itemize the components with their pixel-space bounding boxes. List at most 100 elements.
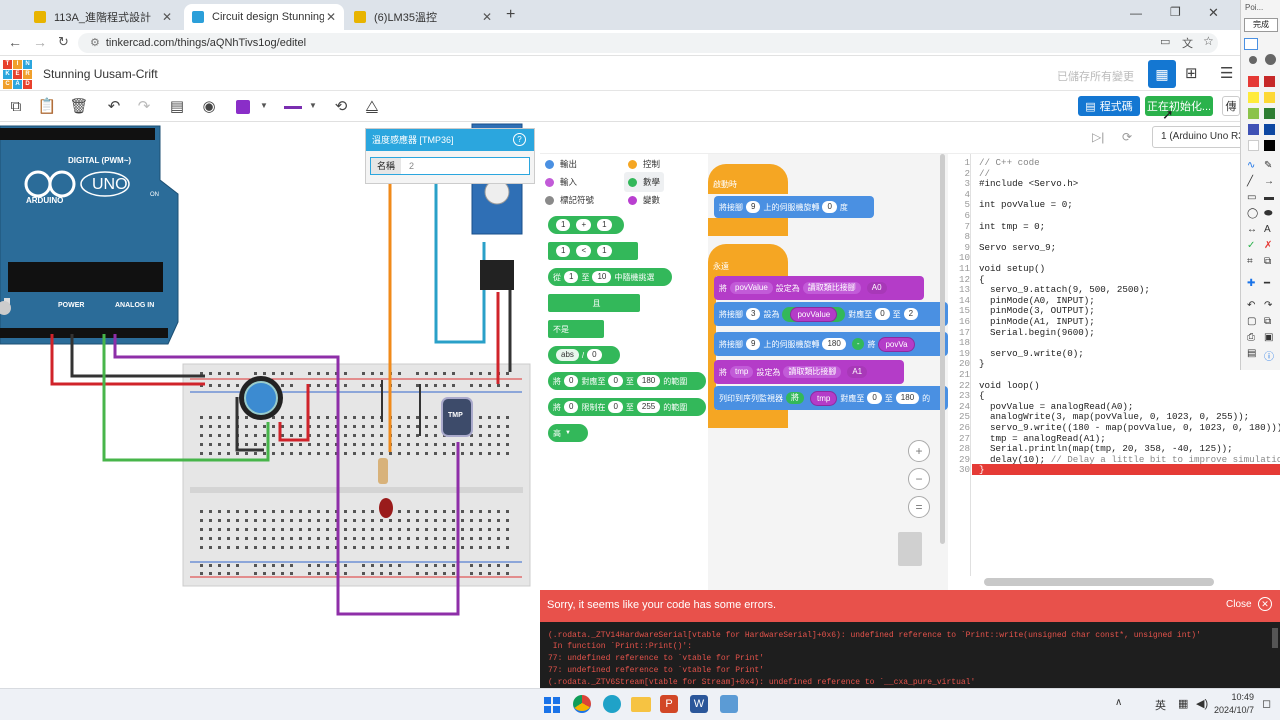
breadboard-hole[interactable]	[317, 452, 320, 455]
breadboard-hole[interactable]	[425, 434, 428, 437]
breadboard-hole[interactable]	[416, 528, 419, 531]
zoom-out-tool-icon[interactable]: ━	[1264, 278, 1271, 289]
breadboard-hole[interactable]	[317, 546, 320, 549]
rail-hole[interactable]	[506, 372, 509, 375]
code-line[interactable]: void setup()	[979, 263, 1046, 274]
analog-read-block[interactable]: 讀取類比接腳	[783, 366, 842, 378]
purple-wire[interactable]	[113, 334, 460, 616]
breadboard-hole[interactable]	[254, 546, 257, 549]
breadboard-hole[interactable]	[263, 425, 266, 428]
rail-hole[interactable]	[254, 372, 257, 375]
potentiometer-knob[interactable]	[244, 381, 278, 415]
rail-hole[interactable]	[470, 572, 473, 575]
info-icon[interactable]: ⓘ	[1264, 352, 1274, 363]
map-block-nested[interactable]: povValue	[782, 306, 846, 322]
high-block[interactable]: 高▼	[548, 424, 588, 442]
breadboard-hole[interactable]	[452, 546, 455, 549]
breadboard-hole[interactable]	[308, 452, 311, 455]
rail-hole[interactable]	[344, 572, 347, 575]
breadboard-hole[interactable]	[461, 537, 464, 540]
breadboard-hole[interactable]	[308, 528, 311, 531]
code-line[interactable]: servo_9.write((180 - map(povValue, 0, 10…	[979, 422, 1280, 433]
breadboard-hole[interactable]	[200, 528, 203, 531]
rail-hole[interactable]	[362, 384, 365, 387]
and-block[interactable]: 且	[548, 294, 640, 312]
breadboard-hole[interactable]	[353, 528, 356, 531]
breadboard-hole[interactable]	[434, 416, 437, 419]
breadboard-hole[interactable]	[317, 434, 320, 437]
breadboard-hole[interactable]	[416, 537, 419, 540]
breadboard-hole[interactable]	[425, 443, 428, 446]
code-line[interactable]: povValue = analogRead(A0);	[979, 400, 1134, 412]
ellipse-tool-icon[interactable]: ◯	[1247, 208, 1259, 219]
block-operator[interactable]: -	[851, 338, 865, 350]
breadboard-hole[interactable]	[353, 519, 356, 522]
rail-hole[interactable]	[443, 372, 446, 375]
breadboard-hole[interactable]	[236, 510, 239, 513]
redo-icon[interactable]: ↷	[137, 98, 151, 115]
breadboard-hole[interactable]	[218, 443, 221, 446]
breadboard-hole[interactable]	[272, 528, 275, 531]
rail-hole[interactable]	[218, 572, 221, 575]
breadboard-hole[interactable]	[290, 416, 293, 419]
breadboard-hole[interactable]	[488, 434, 491, 437]
category-output[interactable]: 輸出	[545, 158, 577, 170]
breadboard-hole[interactable]	[362, 443, 365, 446]
breadboard-hole[interactable]	[434, 510, 437, 513]
rail-hole[interactable]	[290, 564, 293, 567]
breadboard-hole[interactable]	[200, 434, 203, 437]
double-arrow-icon[interactable]: ↔	[1247, 224, 1257, 235]
breadboard-hole[interactable]	[398, 452, 401, 455]
step-icon[interactable]: ▷|	[1092, 130, 1105, 144]
rail-hole[interactable]	[308, 372, 311, 375]
code-horizontal-scrollbar[interactable]	[984, 578, 1214, 586]
translate-icon[interactable]: 文	[1182, 38, 1193, 50]
breadboard-hole[interactable]	[272, 443, 275, 446]
block-dropdown[interactable]: 9	[746, 338, 761, 350]
breadboard-hole[interactable]	[461, 443, 464, 446]
breadboard-hole[interactable]	[434, 546, 437, 549]
undo-icon[interactable]: ↶	[107, 98, 121, 115]
code-line[interactable]: int povValue = 0;	[979, 199, 1073, 211]
breadboard-hole[interactable]	[254, 434, 257, 437]
breadboard-hole[interactable]	[344, 452, 347, 455]
board-icon[interactable]: ▤	[1247, 348, 1257, 359]
breadboard-hole[interactable]	[461, 452, 464, 455]
breadboard-hole[interactable]	[344, 416, 347, 419]
breadboard-hole[interactable]	[497, 537, 500, 540]
breadboard-hole[interactable]	[407, 537, 410, 540]
breadboard-hole[interactable]	[281, 452, 284, 455]
breadboard-hole[interactable]	[434, 452, 437, 455]
breadboard-hole[interactable]	[398, 434, 401, 437]
breadboard-hole[interactable]	[497, 519, 500, 522]
breadboard-hole[interactable]	[488, 537, 491, 540]
variable-pill[interactable]: povVa	[878, 336, 915, 352]
rail-hole[interactable]	[200, 564, 203, 567]
breadboard-hole[interactable]	[200, 537, 203, 540]
rail-hole[interactable]	[308, 564, 311, 567]
minimize-window-icon[interactable]: —	[1130, 6, 1142, 20]
breadboard-hole[interactable]	[218, 434, 221, 437]
breadboard-hole[interactable]	[470, 519, 473, 522]
breadboard-hole[interactable]	[308, 537, 311, 540]
breadboard-hole[interactable]	[245, 528, 248, 531]
breadboard-hole[interactable]	[488, 510, 491, 513]
rail-hole[interactable]	[236, 384, 239, 387]
url-input[interactable]: ⚙tinkercad.com/things/aQNhTivs1og/editel	[78, 33, 1218, 53]
breadboard-hole[interactable]	[416, 519, 419, 522]
rail-hole[interactable]	[416, 564, 419, 567]
breadboard-hole[interactable]	[389, 528, 392, 531]
rail-hole[interactable]	[326, 564, 329, 567]
breadboard-hole[interactable]	[479, 443, 482, 446]
text-tool-icon[interactable]: A	[1264, 224, 1271, 235]
rail-hole[interactable]	[209, 384, 212, 387]
rail-hole[interactable]	[227, 384, 230, 387]
breadboard-hole[interactable]	[506, 546, 509, 549]
breadboard-hole[interactable]	[317, 510, 320, 513]
on-start-hat-block[interactable]: 啟動時	[708, 164, 788, 194]
breadboard-hole[interactable]	[254, 425, 257, 428]
black-wire[interactable]	[70, 334, 205, 378]
